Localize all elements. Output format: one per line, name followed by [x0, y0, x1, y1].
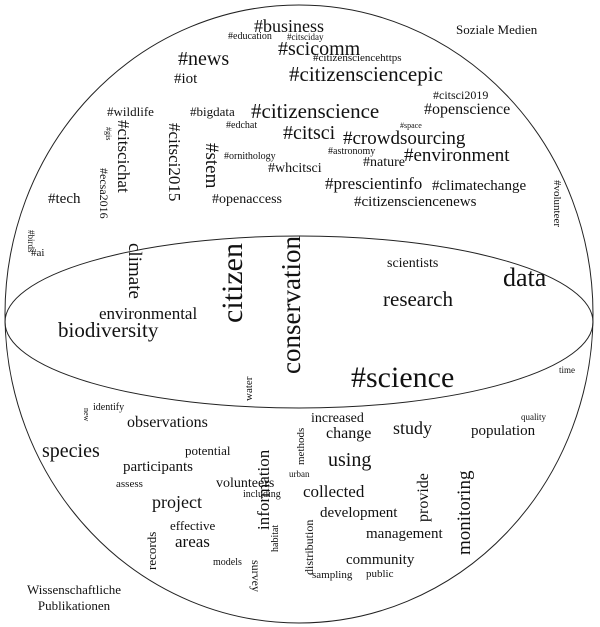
- word-areas: areas: [175, 532, 210, 551]
- word-openaccess: #openaccess: [212, 192, 282, 207]
- word-data: data: [503, 263, 547, 292]
- word-bigdata: #bigdata: [190, 104, 235, 119]
- word-citizensciencenews: #citizensciencenews: [354, 194, 477, 210]
- word-citsci2019: #citsci2019: [433, 88, 489, 102]
- word-change: change: [326, 425, 372, 442]
- word-development: development: [320, 505, 398, 521]
- word-management: management: [366, 526, 443, 542]
- word-citsciday: #citsciday: [287, 32, 324, 42]
- word-models: models: [213, 557, 242, 568]
- word-citizen: citizen: [216, 243, 249, 323]
- word-citsci: #citsci: [283, 122, 336, 144]
- label-social-media-text: Soziale Medien: [456, 22, 538, 37]
- word-quality: quality: [521, 412, 546, 422]
- word-iot: #iot: [174, 71, 198, 87]
- word-science: #science: [351, 361, 455, 394]
- word-identify: identify: [93, 402, 125, 413]
- word-volunteers: volunteers: [216, 476, 275, 491]
- word-prescientinfo: #prescientinfo: [325, 174, 423, 193]
- word-methods: methods: [295, 427, 307, 465]
- word-urban: urban: [289, 469, 310, 479]
- word-population: population: [471, 423, 536, 439]
- word-new: new: [82, 408, 91, 422]
- word-citizensciencehttps: #citizensciencehttps: [313, 52, 402, 64]
- word-citscichat: #citscichat: [114, 120, 133, 193]
- label-social-media: Soziale Medien: [456, 22, 537, 38]
- word-gis: #gis: [104, 127, 113, 141]
- word-tech: #tech: [48, 191, 81, 207]
- word-species: species: [42, 440, 100, 462]
- word-habitat: habitat: [270, 524, 281, 552]
- word-openscience: #openscience: [424, 101, 511, 118]
- word-ai: #ai: [31, 247, 45, 259]
- word-research: research: [383, 287, 453, 311]
- label-scientific-publications-line2: Publikationen: [37, 598, 111, 614]
- word-citizensciencepic: #citizensciencepic: [289, 62, 443, 86]
- word-monitoring: monitoring: [454, 470, 475, 555]
- word-potential: potential: [185, 443, 231, 458]
- word-sampling: sampling: [312, 569, 353, 581]
- word-citizenscience: #citizenscience: [251, 99, 380, 123]
- word-climatechange: #climatechange: [432, 178, 527, 194]
- word-study: study: [393, 418, 433, 438]
- word-astronomy: #astronomy: [328, 146, 376, 157]
- word-business: #business: [254, 16, 325, 36]
- word-participants: participants: [123, 459, 193, 475]
- word-public: public: [366, 568, 394, 580]
- word-provide: provide: [415, 473, 432, 522]
- word-volunteer: #volunteer: [551, 180, 563, 228]
- word-conservation: conservation: [276, 236, 306, 374]
- word-time: time: [559, 365, 575, 375]
- label-scientific-publications-line1: Wissenschaftliche: [27, 582, 122, 597]
- word-edchat: #edchat: [226, 120, 258, 131]
- word-environment: #environment: [404, 145, 510, 166]
- word-water: water: [243, 376, 255, 401]
- word-records: records: [144, 531, 159, 570]
- word-survey: survey: [249, 560, 263, 592]
- word-using: using: [328, 449, 372, 471]
- word-whcitsci: #whcitsci: [268, 161, 322, 176]
- word-stem: #stem: [201, 143, 222, 189]
- word-environmental: environmental: [99, 304, 198, 323]
- word-increased: increased: [311, 411, 364, 426]
- word-project: project: [152, 492, 202, 512]
- word-observations: observations: [127, 414, 208, 431]
- word-ecsa2016: #ecsa2016: [97, 168, 111, 219]
- word-news: #news: [178, 48, 230, 70]
- word-crowdsourcing: #crowdsourcing: [343, 128, 466, 149]
- word-assess: assess: [116, 478, 143, 490]
- word-biodiversity: biodiversity: [58, 318, 159, 342]
- word-space: #space: [400, 121, 422, 130]
- word-including: including: [243, 489, 281, 500]
- word-scicomm: #scicomm: [278, 38, 361, 60]
- word-community: community: [346, 552, 415, 568]
- word-distribution: distribution: [302, 519, 316, 575]
- word-climate: climate: [124, 243, 145, 299]
- word-citsci2015: #citsci2015: [165, 123, 184, 202]
- word-wildlife: #wildlife: [107, 104, 154, 119]
- word-nature: #nature: [363, 155, 405, 170]
- word-ornithology: #ornithology: [224, 151, 276, 162]
- outer-circle: [4, 4, 594, 624]
- label-scientific-publications: Wissenschaftliche Publikationen: [27, 582, 121, 615]
- word-collected: collected: [303, 482, 365, 501]
- word-scientists: scientists: [387, 256, 439, 271]
- inner-overlap-ellipse: [4, 235, 594, 409]
- word-education: #education: [228, 31, 272, 42]
- word-effective: effective: [170, 518, 216, 533]
